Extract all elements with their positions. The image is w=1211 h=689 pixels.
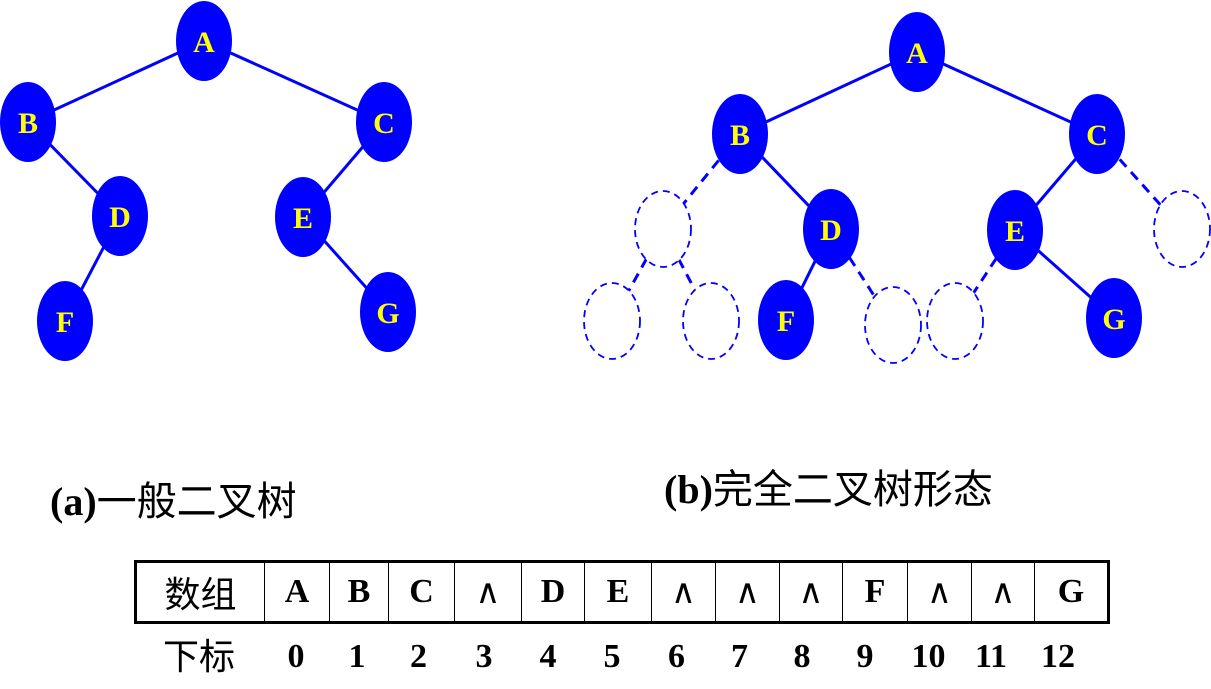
empty-node-placeholder	[864, 286, 922, 364]
array-index-12: 12	[1041, 638, 1075, 675]
array-index-10: 10	[911, 638, 946, 675]
tree-node-g: G	[1086, 278, 1142, 358]
array-index-5: 5	[603, 638, 621, 675]
node-ellipse	[37, 281, 93, 361]
tree-edge	[739, 50, 918, 136]
tree-node-d: D	[803, 189, 859, 269]
array-cell-null: ∧	[971, 561, 1035, 623]
caption-text: 完全二叉树形态	[712, 467, 993, 512]
node-ellipse	[1069, 94, 1125, 174]
array-index-1: 1	[348, 638, 366, 675]
array-index-4: 4	[539, 638, 557, 675]
node-label: F	[56, 306, 74, 339]
node-ellipse	[275, 177, 331, 257]
tree-node-c: C	[356, 82, 412, 162]
tree-node-e: E	[987, 190, 1043, 270]
node-label: B	[18, 107, 38, 140]
array-cell-e: E	[584, 561, 652, 623]
tree-node-b: B	[0, 82, 56, 162]
complete-binary-tree-form: A B C D E F G	[583, 12, 1211, 364]
node-label: F	[777, 305, 795, 338]
node-ellipse	[356, 82, 412, 162]
tree-node-f: F	[758, 280, 814, 360]
caption-tag: (b)	[664, 467, 713, 512]
node-label: C	[1086, 119, 1108, 152]
node-ellipse	[803, 189, 859, 269]
tree-node-c: C	[1069, 94, 1125, 174]
tree-node-b: B	[712, 94, 768, 174]
array-index-9: 9	[856, 638, 874, 675]
array-cell-null: ∧	[651, 561, 716, 623]
tree-edge	[203, 39, 385, 124]
node-ellipse	[1086, 278, 1142, 358]
array-cell-d: D	[521, 561, 585, 623]
tree-edge	[916, 50, 1098, 136]
array-cell-null: ∧	[779, 561, 843, 623]
array-cell-g: G	[1034, 561, 1109, 623]
node-ellipse	[758, 280, 814, 360]
array-cell-null: ∧	[907, 561, 972, 623]
node-label: C	[373, 107, 395, 140]
empty-node-placeholder	[583, 282, 641, 360]
node-label: A	[193, 26, 215, 59]
node-label: A	[906, 37, 928, 70]
node-ellipse	[0, 82, 56, 162]
binary-tree-diagrams: A B C D E F G A B C D E F G	[0, 1, 1211, 364]
node-label: E	[1005, 215, 1025, 248]
caption-tag: (a)	[50, 479, 97, 524]
node-ellipse	[92, 176, 148, 256]
array-index-0: 0	[287, 638, 305, 675]
array-index-3: 3	[475, 638, 493, 675]
tree-node-a: A	[889, 12, 945, 92]
empty-node-placeholder	[1153, 190, 1211, 268]
node-label: D	[109, 201, 131, 234]
node-ellipse	[712, 94, 768, 174]
tree-node-a: A	[176, 1, 232, 81]
node-ellipse	[176, 1, 232, 81]
general-binary-tree: A B C D E F G	[0, 1, 416, 361]
empty-node-placeholder	[682, 282, 740, 360]
array-cell-f: F	[842, 561, 908, 623]
tree-node-g: G	[360, 272, 416, 352]
caption-general-binary-tree: (a)一般二叉树	[50, 482, 297, 522]
array-row-label: 数组	[135, 561, 265, 623]
node-ellipse	[889, 12, 945, 92]
tree-node-e: E	[275, 177, 331, 257]
tree-node-f: F	[37, 281, 93, 361]
array-cell-null: ∧	[454, 561, 522, 623]
caption-complete-binary-tree: (b)完全二叉树形态	[664, 470, 993, 510]
array-cell-c: C	[388, 561, 455, 623]
caption-text: 一般二叉树	[96, 479, 297, 524]
empty-node-placeholder	[634, 190, 692, 268]
tree-node-d: D	[92, 176, 148, 256]
array-index-8: 8	[793, 638, 811, 675]
array-cell-b: B	[329, 561, 389, 623]
array-index-6: 6	[668, 638, 685, 675]
array-index-2: 2	[410, 638, 427, 675]
node-label: B	[730, 119, 750, 152]
array-cell-null: ∧	[715, 561, 780, 623]
node-label: E	[293, 202, 313, 235]
empty-node-placeholder	[926, 282, 984, 360]
array-index-11: 11	[974, 638, 1008, 675]
node-ellipse	[987, 190, 1043, 270]
node-label: D	[820, 214, 842, 247]
node-ellipse	[360, 272, 416, 352]
index-row-label: 下标	[162, 637, 235, 677]
array-cell-a: A	[264, 561, 330, 623]
node-label: G	[1102, 303, 1125, 336]
tree-edge	[27, 39, 205, 124]
node-label: G	[376, 297, 399, 330]
array-index-7: 7	[731, 638, 748, 675]
